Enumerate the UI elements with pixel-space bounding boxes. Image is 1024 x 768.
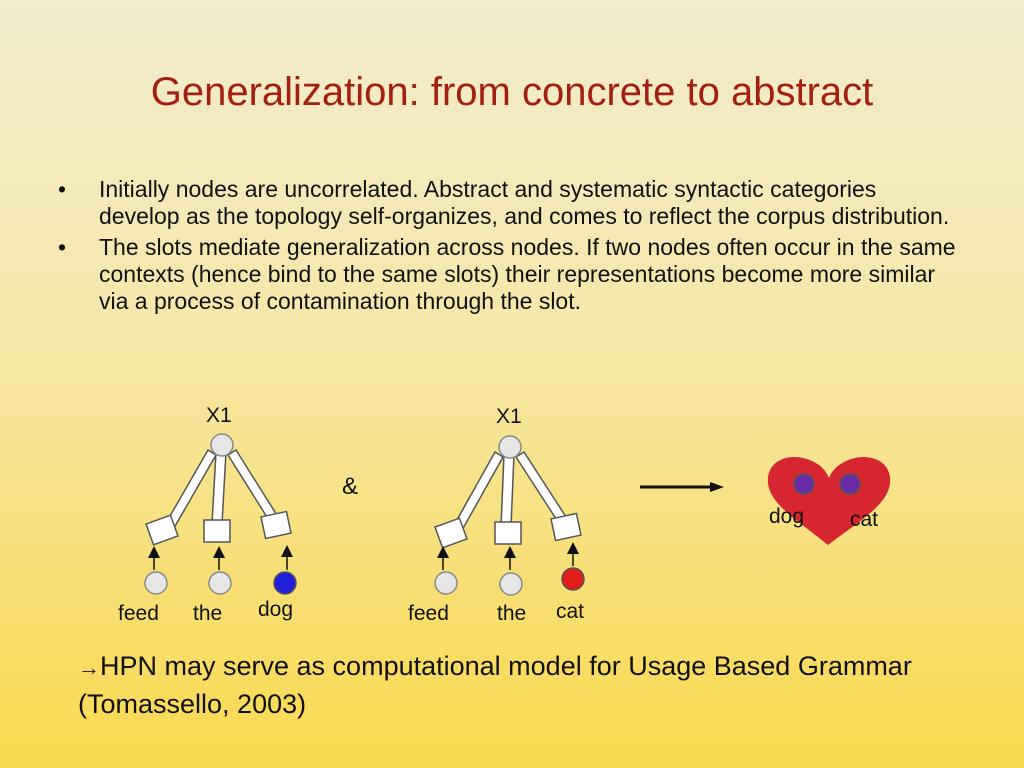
bullet-text: The slots mediate generalization across …	[99, 234, 956, 314]
tree1-root-label: X1	[206, 404, 232, 427]
tree1-edge-left	[164, 448, 218, 530]
tree2-word-node-the	[499, 572, 523, 596]
tree1-word-node-dog	[273, 571, 297, 595]
tree1-slot-left	[145, 514, 179, 546]
tree2-word-label-the: the	[497, 602, 527, 625]
tree2-edge-middle	[500, 453, 515, 528]
tree2-root-label: X1	[496, 405, 522, 428]
tree1-slot-right	[260, 510, 292, 540]
result-label-cat: cat	[850, 508, 879, 531]
right-arrow-icon: →	[78, 655, 100, 680]
tree2-word-label-feed: feed	[408, 602, 449, 625]
conclusion-text-block: →HPN may serve as computational model fo…	[78, 648, 958, 722]
tree2-word-node-cat	[561, 567, 585, 591]
connector-ampersand: &	[342, 473, 359, 500]
tree2-root-node	[498, 435, 522, 459]
bullet-text: Initially nodes are uncorrelated. Abstra…	[99, 176, 950, 229]
tree-2	[434, 435, 585, 596]
bullet-list: • Initially nodes are uncorrelated. Abst…	[58, 176, 958, 319]
tree2-slot-right	[550, 512, 582, 542]
bullet-icon: •	[58, 176, 67, 202]
bullet-item: • The slots mediate generalization acros…	[58, 234, 958, 315]
bullet-item: • Initially nodes are uncorrelated. Abst…	[58, 176, 958, 230]
tree1-word-label-feed: feed	[118, 602, 159, 625]
bullet-icon: •	[58, 234, 67, 260]
tree2-slot-left	[434, 517, 468, 549]
merged-node-cat	[839, 473, 861, 495]
result-label-dog: dog	[769, 505, 805, 528]
tree2-slot-middle	[494, 521, 522, 545]
tree1-word-label-dog: dog	[258, 598, 294, 621]
tree1-root-node	[210, 433, 234, 457]
tree2-word-label-cat: cat	[556, 600, 585, 623]
tree1-word-node-feed	[144, 571, 168, 595]
tree1-word-label-the: the	[193, 602, 223, 625]
slide-title: Generalization: from concrete to abstrac…	[150, 70, 874, 114]
tree1-slot-middle	[203, 519, 231, 543]
tree-1	[144, 433, 297, 595]
tree2-word-node-feed	[434, 571, 458, 595]
result-heart	[767, 457, 891, 545]
tree1-edge-right	[226, 448, 282, 527]
merged-node-dog	[793, 473, 815, 495]
tree1-word-node-the	[208, 571, 232, 595]
result-arrow	[640, 482, 724, 492]
tree1-edge-middle	[211, 451, 227, 525]
conclusion-text: HPN may serve as computational model for…	[78, 651, 912, 719]
